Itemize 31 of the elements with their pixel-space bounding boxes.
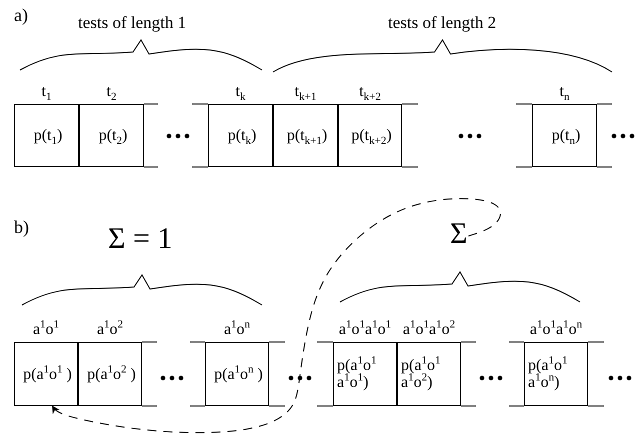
symbol-label: a$^{1}$o$^{1}$a$^{1}$o$^{2}$: [402, 320, 456, 340]
symbol-label: a$^{1}$o$^{1}$: [32, 320, 60, 340]
symbol-label: t$_{n}$: [558, 82, 570, 102]
probability-label: p(a$^{1}$o$^{2}$ ): [86, 366, 136, 382]
dashed-arrow: [52, 198, 501, 434]
sum-label: Σ = 1: [108, 222, 172, 256]
symbol-label: a$^{1}$o$^{1}$a$^{1}$o$^{n}$: [528, 320, 584, 340]
probability-label: p(t$_{2}$): [98, 127, 128, 144]
probability-label: p(t$_{k+2}$): [350, 127, 392, 144]
symbol-label: t$_{k+1}$: [294, 82, 318, 102]
symbol-label: t$_{k}$: [234, 82, 246, 102]
symbol-label: t$_{1}$: [40, 82, 52, 102]
probability-label: p(t$_{n}$): [550, 127, 580, 144]
probability-label: p(a$^{1}$o$^{n}$ ): [213, 366, 263, 382]
group-label: tests of length 1: [78, 12, 186, 33]
symbol-label: a$^{1}$o$^{n}$: [222, 320, 252, 340]
symbol-label: t$_{2}$: [106, 82, 118, 102]
probability-label: p(t$_{k+1}$): [286, 127, 328, 144]
probability-label: p(a$^{1}$o$^{1}$ a$^{1}$o$^{1}$): [336, 357, 378, 391]
probability-label: p(a$^{1}$o$^{1}$ a$^{1}$o$^{n}$): [527, 357, 568, 391]
symbol-label: a$^{1}$o$^{1}$a$^{1}$o$^{1}$: [338, 320, 392, 340]
symbol-label: t$_{k+2}$: [358, 82, 382, 102]
probability-label: p(t$_{k}$): [226, 127, 256, 144]
symbol-label: a$^{1}$o$^{2}$: [96, 320, 124, 340]
probability-label: p(t$_{1}$): [32, 127, 62, 144]
probability-label: p(a$^{1}$o$^{1}$ ): [22, 366, 72, 382]
sum-symbol: Σ: [450, 218, 468, 250]
panel-label: b): [14, 216, 29, 238]
probability-label: p(a$^{1}$o$^{1}$ a$^{1}$o$^{2}$): [400, 357, 442, 391]
group-label: tests of length 2: [388, 12, 496, 33]
panel-label: a): [14, 4, 28, 26]
